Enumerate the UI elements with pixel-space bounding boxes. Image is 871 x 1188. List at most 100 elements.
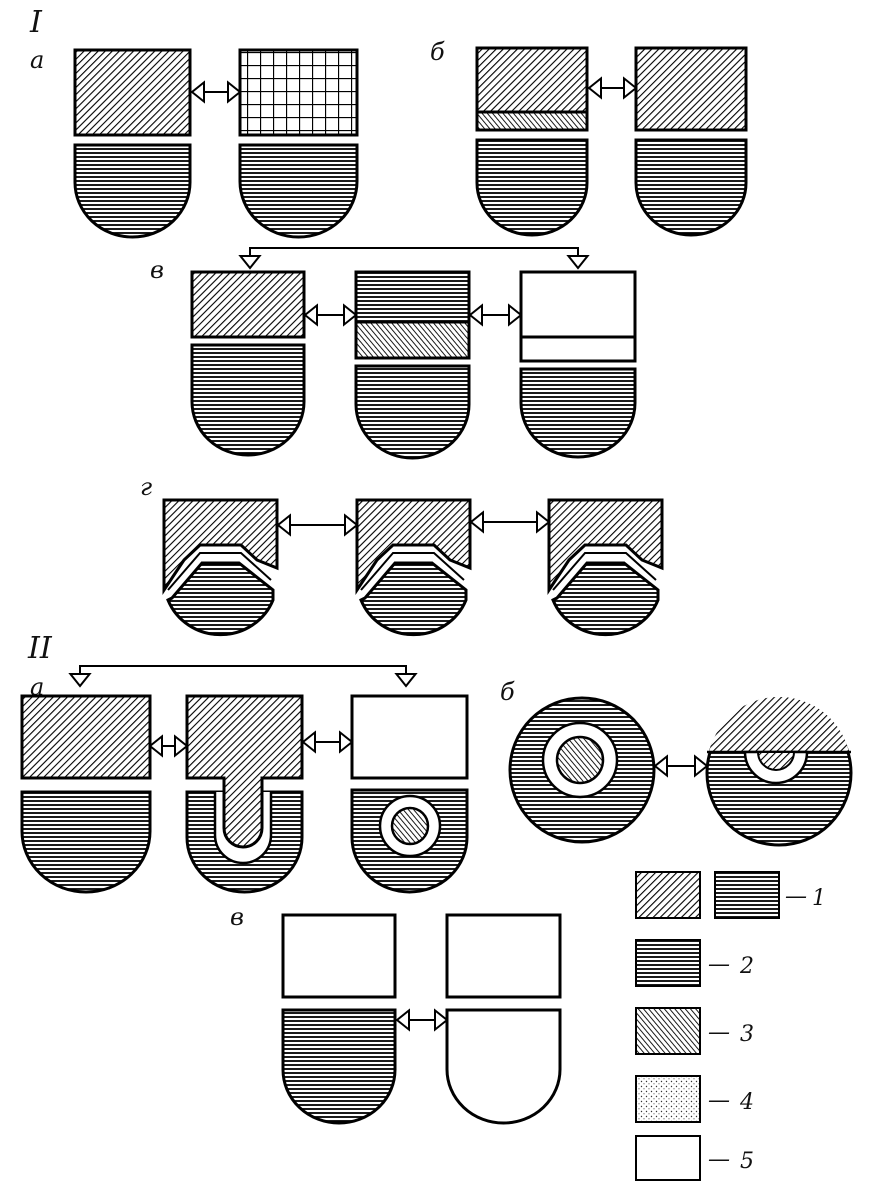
subfig-label-II-b: б — [500, 678, 515, 706]
section-label-II: II — [27, 631, 53, 666]
arrowhead-left — [276, 513, 291, 537]
arrowhead-left — [587, 76, 602, 100]
arrow-II-a-1 — [148, 734, 189, 758]
block-I-v-3-layer — [519, 335, 637, 363]
block-I-b-1-layer — [475, 110, 589, 132]
arrowhead-right — [174, 734, 189, 758]
arrowhead-right — [508, 303, 523, 327]
arrow-II-b — [653, 754, 709, 778]
legend-swatch-1a — [635, 871, 701, 919]
arrowhead-left — [395, 1008, 410, 1032]
arrowhead-left — [468, 303, 483, 327]
fig-I-g-1-band — [167, 552, 272, 591]
legend-num-4: 4 — [739, 1090, 754, 1115]
arrowhead-down — [566, 255, 590, 270]
bowl-I-v-2 — [354, 364, 471, 460]
fig-I-g-2-bowl — [359, 561, 468, 637]
connector-I-v — [238, 247, 590, 270]
block-I-v-2-top — [354, 270, 471, 326]
bowl-II-a-1 — [20, 790, 152, 894]
arrowhead-down — [238, 255, 262, 270]
block-I-v-2-layer — [354, 320, 471, 360]
legend-num-1: 1 — [812, 886, 826, 911]
arrow-II-v — [395, 1008, 449, 1032]
arrowhead-down — [394, 673, 418, 688]
arrowhead-right — [623, 76, 638, 100]
connector-II-a — [68, 665, 418, 688]
arrow-I-a — [190, 80, 242, 104]
arrowhead-left — [190, 80, 205, 104]
block-I-a-2-top — [238, 48, 359, 137]
block-I-v-3-top — [519, 270, 637, 339]
arrow-II-a-2 — [301, 730, 354, 754]
bowl-I-a-2 — [238, 143, 359, 239]
disk-II-b-2-upper — [709, 696, 849, 752]
arrowhead-left — [653, 754, 668, 778]
bowl-I-v-3 — [519, 367, 637, 459]
fig-I-g-2-top — [355, 498, 472, 595]
core-II-a-3 — [390, 806, 430, 846]
legend-swatch-4 — [635, 1075, 701, 1123]
core-II-b-2 — [756, 751, 796, 771]
subfig-label-I-v: в — [150, 256, 164, 284]
block-II-a-3-top — [350, 694, 469, 780]
fig-I-g-2-band — [360, 552, 465, 591]
legend-dash-5: — — [708, 1147, 730, 1172]
block-I-v-1-top — [190, 270, 306, 339]
subfig-label-II-v: в — [230, 903, 244, 931]
legend-dash-2: — — [708, 952, 730, 977]
block-I-a-1-top — [73, 48, 192, 137]
legend-swatch-2 — [635, 939, 701, 987]
fig-I-g-1-top — [162, 498, 279, 595]
arrowhead-right — [536, 510, 551, 534]
subfig-label-II-a: а — [30, 673, 44, 701]
legend-swatch-1b — [714, 871, 780, 919]
bowl-I-a-1 — [73, 143, 192, 239]
legend-dash-1: — — [785, 884, 807, 909]
legend: — 1 — 2 — 3 — 4 — 5 — [635, 871, 826, 1181]
fig-I-g-3-band — [552, 552, 657, 591]
block-II-v-2-top — [445, 913, 562, 999]
arrow-I-v-1 — [303, 303, 358, 327]
arrow-I-g-1 — [276, 513, 359, 537]
legend-num-5: 5 — [740, 1149, 754, 1174]
legend-dash-4: — — [708, 1088, 730, 1113]
bowl-I-v-1 — [190, 343, 306, 457]
subfig-label-I-b: б — [430, 38, 445, 66]
legend-swatch-3 — [635, 1007, 701, 1055]
arrow-I-b — [587, 76, 638, 100]
arrowhead-left — [301, 730, 316, 754]
fig-I-g-1-bowl — [166, 561, 275, 637]
subfig-label-I-a: а — [30, 46, 44, 74]
arrow-I-v-2 — [468, 303, 523, 327]
arrowhead-down — [68, 673, 92, 688]
arrowhead-right — [694, 754, 709, 778]
arrowhead-right — [434, 1008, 449, 1032]
arrowhead-right — [227, 80, 242, 104]
fig-I-g-3-bowl — [551, 561, 660, 637]
arrowhead-right — [344, 513, 359, 537]
legend-dash-3: — — [708, 1020, 730, 1045]
fig-I-g-3-top — [547, 498, 664, 595]
arrowhead-right — [339, 730, 354, 754]
arrow-I-g-2 — [469, 510, 551, 534]
connector-line — [249, 247, 579, 256]
legend-swatch-5 — [635, 1135, 701, 1181]
arrowhead-left — [148, 734, 163, 758]
legend-num-3: 3 — [740, 1022, 754, 1047]
subfig-label-I-g: г — [140, 473, 152, 501]
arrowhead-left — [303, 303, 318, 327]
block-II-v-1-top — [281, 913, 397, 999]
diagram-figures — [20, 46, 853, 1125]
core-II-b-1 — [555, 735, 605, 785]
plunger-II-a-2 — [185, 694, 304, 849]
bowl-I-b-2 — [634, 138, 748, 237]
block-I-b-2-top — [634, 46, 748, 132]
legend-num-2: 2 — [739, 954, 754, 979]
arrowhead-right — [343, 303, 358, 327]
connector-line — [79, 665, 407, 674]
double-arrows — [68, 76, 709, 1032]
bowl-I-b-1 — [475, 138, 589, 237]
block-II-a-1-top — [20, 694, 152, 780]
